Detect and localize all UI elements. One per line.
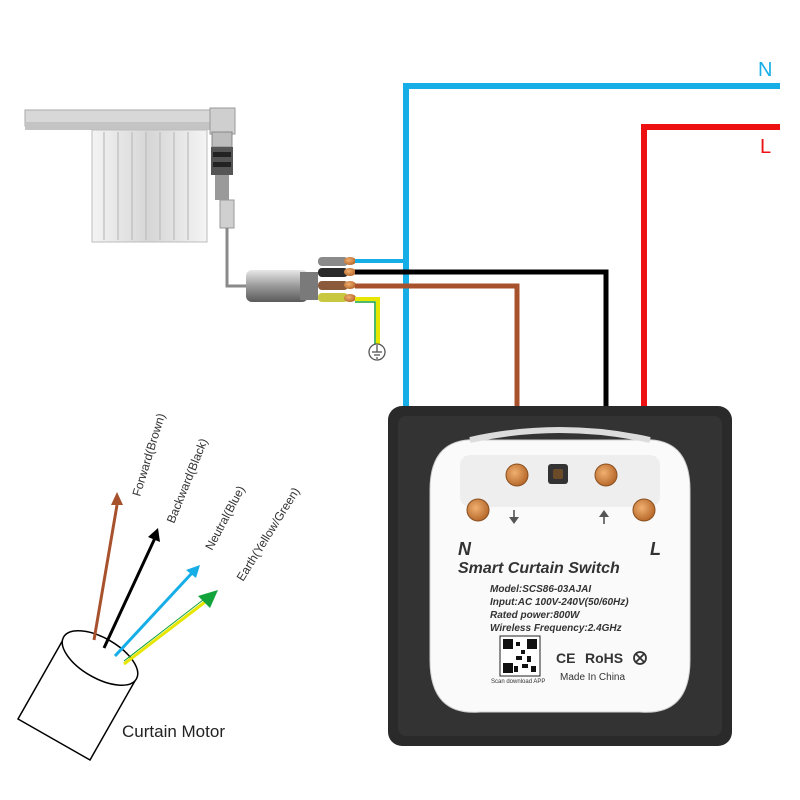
legend-earth-label: Earth(Yellow/Green) <box>234 485 303 584</box>
motor-legend: Forward(Brown) Backward(Black) Neutral(B… <box>16 412 303 762</box>
scan-download-text: Scan download APP <box>491 679 545 685</box>
rohs-mark: RoHS <box>585 650 623 666</box>
legend-forward-label: Forward(Brown) <box>129 412 168 498</box>
legend-earth-line <box>123 600 206 666</box>
legend-backward-line <box>102 537 157 649</box>
curtain-motor-body <box>16 630 139 762</box>
curtain-motor-label: Curtain Motor <box>122 722 225 741</box>
terminal-l-label: L <box>650 539 661 559</box>
live-wire <box>641 124 780 510</box>
device-wireless: Wireless Frequency:2.4GHz <box>490 623 622 634</box>
earth-wire <box>355 297 380 344</box>
ground-symbol-icon <box>368 343 386 361</box>
made-in-label: Made In China <box>560 672 625 683</box>
live-line-label: L <box>760 136 771 158</box>
legend-backward-label: Backward(Black) <box>164 436 211 525</box>
device-model: Model:SCS86-03AJAI <box>490 584 591 595</box>
legend-neutral-label: Neutral(Blue) <box>202 483 248 552</box>
device-input: Input:AC 100V-240V(50/60Hz) <box>490 597 629 608</box>
arrow-down-icon <box>509 510 519 524</box>
qr-code-icon <box>499 635 541 677</box>
curtain-illustration <box>24 107 248 288</box>
legend-forward-line <box>92 504 119 641</box>
arrow-up-icon <box>599 510 609 524</box>
motor-cable <box>246 257 356 302</box>
terminal-n-label: N <box>458 539 472 559</box>
legend-neutral-line <box>113 571 194 658</box>
recycle-icon <box>633 651 647 665</box>
ce-mark: CE <box>556 650 575 666</box>
device-title: Smart Curtain Switch <box>458 560 620 577</box>
neutral-line-label: N <box>758 59 772 81</box>
switch-backplate <box>388 406 732 746</box>
device-rated-power: Rated power:800W <box>490 610 581 621</box>
